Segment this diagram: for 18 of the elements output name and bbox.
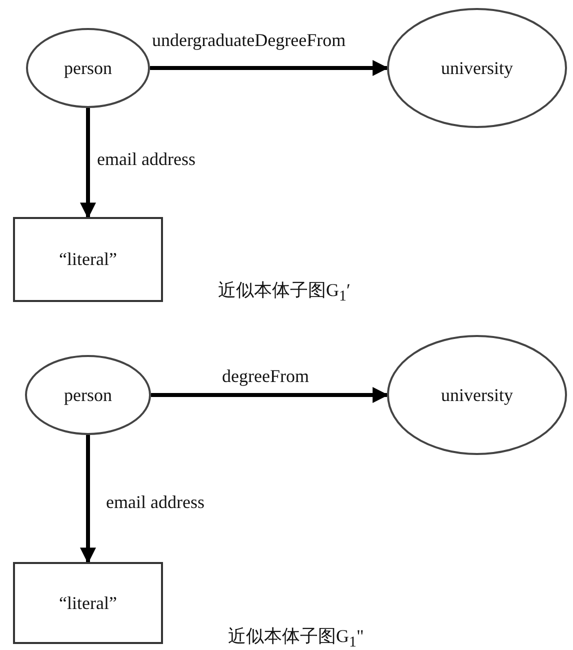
node-label: “literal” [59,249,117,270]
arrow [80,435,96,564]
node-label: university [441,384,513,406]
literal-box [13,217,163,302]
node-label: person [64,384,112,406]
literal-box [13,562,163,644]
node-label: university [441,58,513,78]
arrow [151,387,389,403]
class-ellipse [25,355,151,435]
figure-caption: 近似本体子图G$_{1}$" [228,625,364,650]
class-ellipse [387,335,567,455]
class-ellipse [387,8,567,128]
class-ellipse [26,28,150,108]
arrow [80,108,96,219]
figure-caption: 近似本体子图G$_{1}$′ [218,279,350,306]
arrow [150,60,389,76]
node-label: person [64,58,112,78]
node-label: “literal” [59,592,117,614]
